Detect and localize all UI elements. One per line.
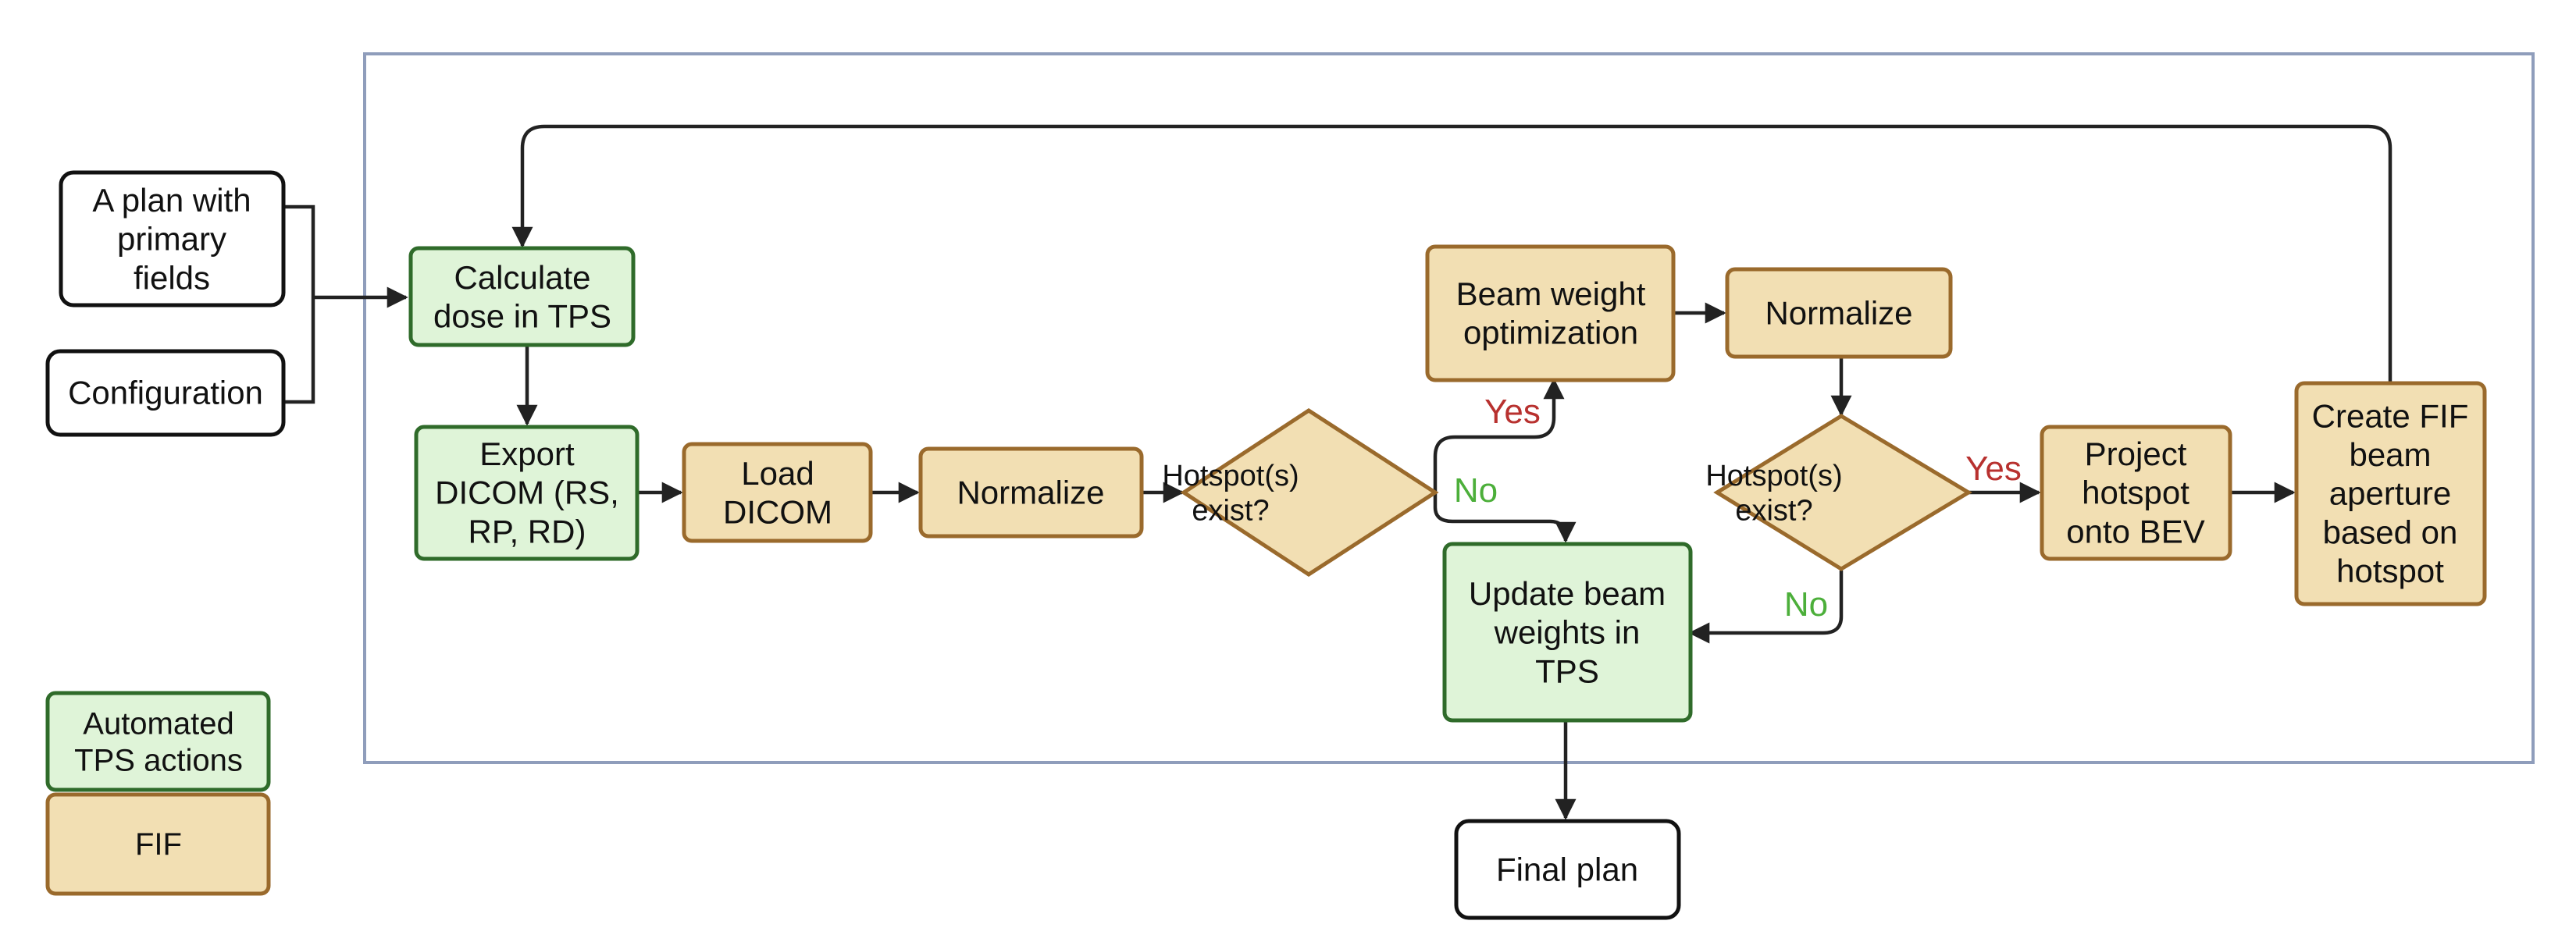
node-box: [408, 246, 636, 347]
label-line: based on: [2323, 514, 2458, 550]
decision-diamond: [1713, 414, 1972, 571]
edge-hotspot2-no: [1688, 571, 1844, 644]
hotspot-decision-1: Hotspot(s)exist?: [1162, 408, 1439, 577]
legend-swatch: [45, 691, 271, 792]
normalize-node-1: Normalize: [918, 446, 1144, 539]
label-line: FIF: [135, 827, 182, 862]
node-box: [1454, 819, 1681, 920]
edge-feedback-loop: [511, 124, 2393, 382]
label-line: hotspot: [2082, 475, 2189, 511]
label-line: exist?: [1192, 495, 1269, 528]
label-line: Hotspot(s): [1162, 460, 1299, 492]
node-box: [1442, 542, 1693, 723]
label-line: Create FIF: [2312, 398, 2469, 435]
label-line: RP, RD): [469, 513, 586, 549]
hotspot-decision-2: Hotspot(s)exist?: [1705, 414, 1972, 571]
no-label-2: No: [1784, 585, 1828, 624]
node-box: [59, 170, 286, 308]
normalize-node-2: Normalize: [1725, 267, 1953, 359]
label-line: Export: [479, 436, 575, 472]
no-label-1: No: [1454, 471, 1498, 510]
label-line: Final plan: [1496, 851, 1638, 888]
node-box: [45, 349, 286, 437]
edge-hotspot1-no: [1433, 492, 1577, 543]
label-line: TPS actions: [74, 744, 243, 778]
label-line: Hotspot(s): [1705, 460, 1842, 492]
label-line: fields: [134, 259, 210, 296]
label-line: TPS: [1535, 652, 1599, 689]
node-label: Normalize: [1765, 295, 1912, 332]
label-line: hotspot: [2336, 553, 2444, 589]
label-line: Automated: [83, 706, 233, 741]
label-line: Beam weight: [1456, 276, 1646, 312]
label-line: Calculate: [454, 259, 590, 296]
edge-inputs-bracket: [285, 204, 315, 404]
node-label: Normalize: [957, 475, 1104, 511]
label-line: primary: [117, 221, 226, 258]
label-line: Load: [741, 455, 814, 492]
label-line: aperture: [2329, 475, 2451, 512]
label-line: DICOM (RS,: [435, 475, 619, 511]
node-box: [1425, 244, 1676, 382]
automation-frame: [363, 52, 2535, 764]
label-line: Project: [2085, 436, 2187, 472]
node-box: [2040, 425, 2232, 561]
label-line: Update beam: [1469, 575, 1666, 612]
node-label: Final plan: [1496, 851, 1638, 888]
node-label: Hotspot(s)exist?: [1162, 460, 1299, 528]
yes-label-1: Yes: [1484, 393, 1541, 431]
node-label: Hotspot(s)exist?: [1705, 460, 1842, 528]
decision-diamond: [1180, 408, 1439, 577]
label-line: onto BEV: [2066, 513, 2204, 549]
label-line: DICOM: [723, 493, 832, 530]
label-line: optimization: [1463, 314, 1638, 350]
connectors: [285, 124, 2393, 820]
legend-label: FIF: [135, 827, 182, 862]
node-box: [414, 425, 640, 561]
node-box: [682, 442, 873, 543]
label-line: Normalize: [957, 475, 1104, 511]
node-box: [1725, 267, 1953, 359]
label-line: Configuration: [68, 375, 263, 411]
yes-label-2: Yes: [1965, 450, 2022, 488]
label-line: weights in: [1494, 614, 1641, 651]
label-line: exist?: [1735, 495, 1812, 528]
label-line: dose in TPS: [433, 297, 611, 334]
legend-fif: FIF: [45, 792, 271, 896]
edge-hotspot1-yes: [1433, 378, 1565, 492]
input-configuration: Configuration: [45, 349, 286, 437]
label-line: beam: [2349, 436, 2431, 473]
node-box: [2294, 381, 2487, 606]
label-line: A plan with: [92, 182, 251, 219]
node-label: Configuration: [68, 375, 263, 411]
final-plan-node: Final plan: [1454, 819, 1681, 920]
label-line: Normalize: [1765, 295, 1912, 332]
node-box: [918, 446, 1144, 539]
legend-swatch: [45, 792, 271, 896]
